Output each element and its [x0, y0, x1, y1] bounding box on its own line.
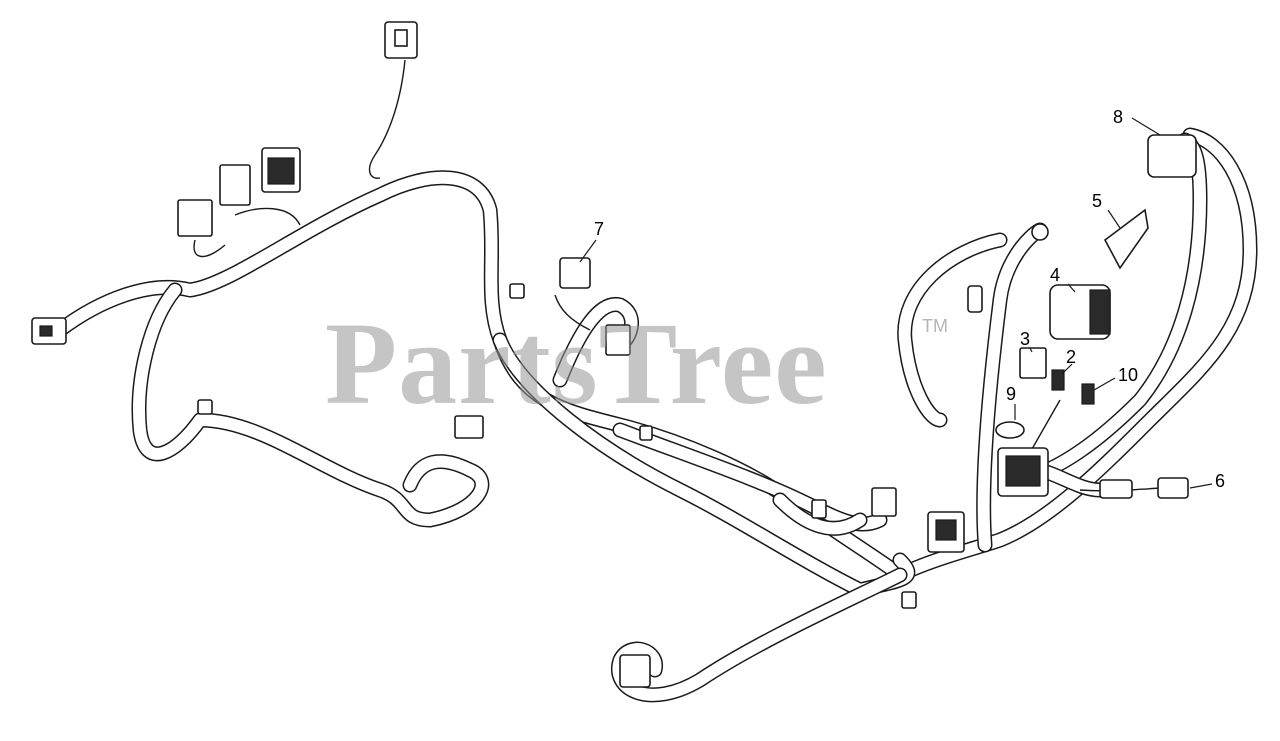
callout-7: 7	[594, 219, 605, 239]
numbered-connector	[177, 199, 213, 237]
connector-6	[1157, 477, 1189, 499]
clip	[509, 283, 525, 299]
connector-pair-left	[1099, 479, 1133, 499]
callout-4: 4	[1050, 265, 1061, 285]
cover-8	[1147, 134, 1197, 178]
ring-terminal	[1031, 223, 1049, 241]
clip	[197, 399, 213, 415]
fuse-10	[1081, 383, 1095, 405]
callout-9: 9	[1006, 384, 1017, 404]
callout-5: 5	[1092, 191, 1103, 211]
clip	[639, 425, 653, 441]
connector-7	[559, 257, 591, 289]
leader-lines	[579, 117, 1213, 489]
callout-10: 10	[1118, 365, 1139, 385]
relay-3	[1019, 347, 1047, 379]
clip	[811, 499, 827, 519]
thin-wires	[193, 59, 1161, 492]
main-harness	[52, 127, 1258, 703]
bracket-5	[1103, 208, 1149, 270]
trademark-mark: TM	[922, 316, 948, 336]
callout-8: 8	[1113, 107, 1124, 127]
grommet-9	[995, 421, 1025, 439]
callout-3: 3	[1020, 329, 1031, 349]
relay-connector	[219, 164, 251, 206]
watermark-text: PartsTree	[325, 298, 828, 429]
right-mid-connector	[871, 487, 897, 517]
clip	[901, 591, 917, 609]
middle-connector	[454, 415, 484, 439]
ground-post	[967, 285, 983, 313]
connectors	[31, 21, 1197, 688]
bottom-connector	[619, 654, 651, 688]
loop-connector	[605, 324, 631, 356]
fuse-2	[1051, 369, 1065, 391]
callout-6: 6	[1215, 471, 1226, 491]
callout-2: 2	[1066, 347, 1077, 367]
